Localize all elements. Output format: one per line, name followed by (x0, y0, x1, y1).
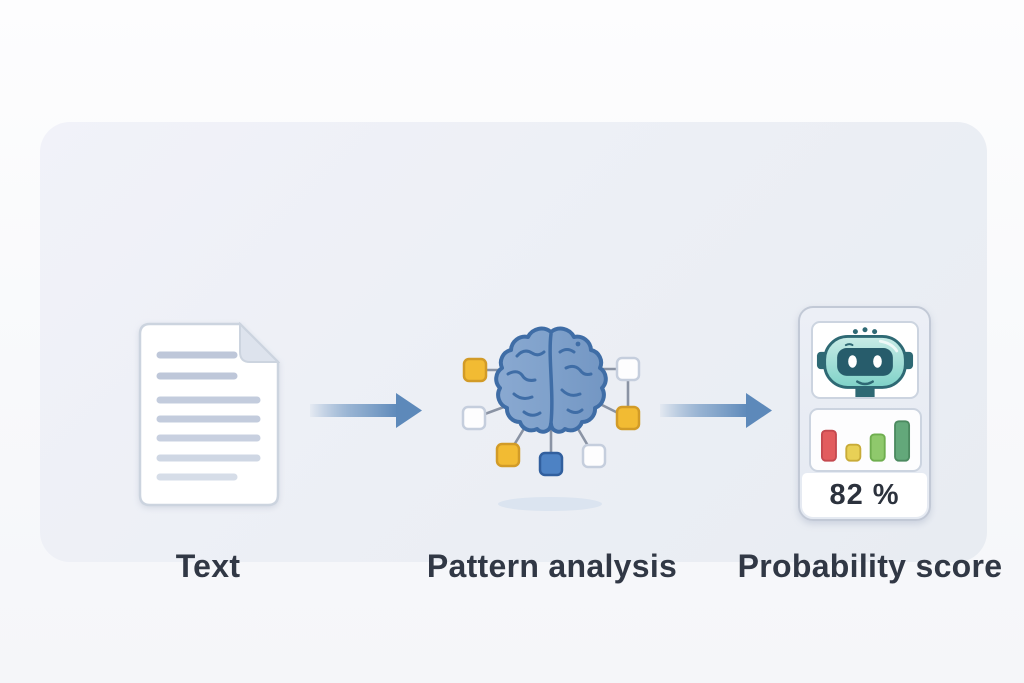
bar-chart-icon (820, 420, 911, 462)
step-label-text: Text (175, 548, 241, 584)
brain-network-icon (461, 326, 641, 511)
document-text-lines (156, 351, 261, 481)
document-icon (138, 322, 280, 507)
score-value: 82 % (829, 478, 900, 511)
document-fold-corner (239, 322, 280, 363)
step-label-pattern-analysis: Pattern analysis (426, 548, 678, 584)
step-label-probability-score: Probability score (737, 548, 1003, 584)
score-strip: 82 % (802, 473, 927, 517)
arrow-shaft (660, 404, 748, 417)
bar-dark-green (894, 420, 911, 462)
bar-yellow (845, 443, 862, 462)
score-card: 82 % (798, 306, 931, 521)
node-white (581, 443, 607, 469)
arrow-right-icon (660, 393, 772, 428)
node-yellow (615, 405, 641, 431)
node-yellow (462, 357, 488, 383)
robot-antenna-dots (852, 327, 878, 335)
arrow-shaft (310, 404, 398, 417)
node-blue (538, 451, 564, 477)
arrow-right-icon (310, 393, 422, 428)
arrow-head (396, 393, 422, 428)
node-white (615, 356, 641, 382)
robot-eye-left (848, 355, 857, 368)
diagram-panel: 82 % Text Pattern analysis Probability s… (40, 122, 1002, 584)
brain-folds (506, 348, 593, 417)
robot-eye-right (873, 355, 882, 368)
node-white (461, 405, 487, 431)
robot-smile (856, 380, 874, 386)
robot-visor (837, 347, 893, 376)
node-yellow (495, 442, 521, 468)
robot-icon (816, 327, 914, 397)
bar-chart-panel (809, 408, 922, 472)
robot-head-highlight (878, 339, 899, 353)
bar-green (869, 433, 886, 462)
arrow-head (746, 393, 772, 428)
brain-shadow (498, 497, 602, 511)
network-nodes (461, 356, 641, 477)
brain-icon (494, 326, 608, 434)
bar-red (820, 429, 837, 462)
robot-panel (811, 321, 919, 399)
